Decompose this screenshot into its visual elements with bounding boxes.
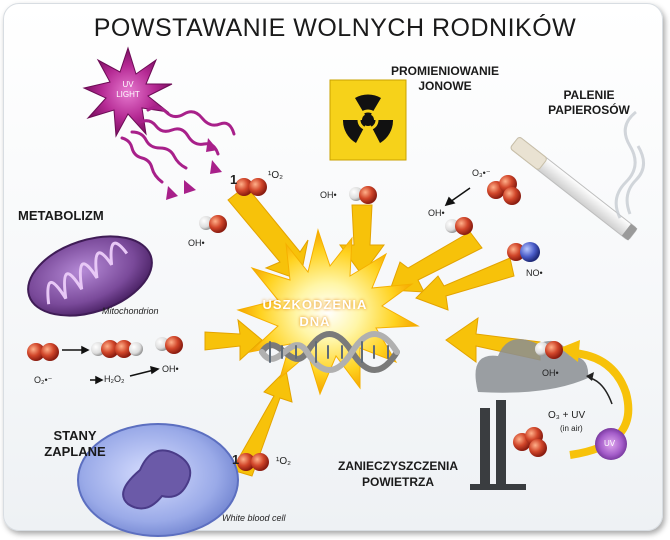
nitric-oxide-label: NO• (526, 268, 543, 278)
reaction-arrows (62, 187, 471, 385)
pollution-label: ZANIECZYSZCZENIA POWIETRZA (318, 458, 478, 490)
pollution-line-2: POWIETRZA (362, 475, 434, 489)
radiation-icon (329, 79, 407, 161)
smoking-line-2: PAPIEROSÓW (548, 103, 630, 117)
molecule-no (507, 242, 540, 262)
hydroxyl-metabolism: OH• (162, 364, 179, 374)
smoking-label: PALENIE PAPIEROSÓW (534, 88, 644, 118)
radiation-line-2: JONOWE (418, 79, 472, 93)
cigarette (510, 137, 638, 241)
white-blood-cell (77, 423, 239, 537)
molecule-o2-cell (237, 453, 269, 471)
one-label-uv: 1 (230, 172, 238, 187)
singlet-oxygen-uv: ¹O₂ (268, 170, 283, 181)
molecule-oh-metabolism (155, 336, 183, 354)
arrow-no (415, 257, 515, 311)
molecules (27, 175, 563, 471)
superoxide-label: O₂•⁻ (34, 375, 53, 385)
uv-line-2: LIGHT (116, 90, 140, 99)
center-label: USZKODZENIA DNA (255, 296, 375, 330)
hydroxyl-smoking: OH• (428, 208, 445, 218)
molecule-h2o2 (91, 340, 143, 358)
uv-badge-label: UV (604, 439, 616, 448)
pollution-line-1: ZANIECZYSZCZENIA (338, 459, 458, 473)
page-title: POWSTAWANIE WOLNYCH RODNIKÓW (93, 14, 577, 42)
molecule-oh-smoking (445, 217, 473, 235)
molecule-o2-metabolism (27, 343, 59, 361)
center-line-2: DNA (299, 314, 331, 329)
smoke (614, 110, 645, 219)
molecule-oh-radiation (349, 186, 377, 204)
inflammation-label: STANY ZAPLANE (30, 428, 120, 460)
mitochondrion (27, 235, 153, 317)
smoking-line-1: PALENIE (563, 88, 615, 102)
arrow-metabolism (204, 318, 263, 362)
molecule-oh-uv (199, 215, 227, 233)
inflammation-line-1: STANY (53, 428, 97, 443)
arrow-smoking (389, 231, 483, 293)
molecule-o3-pollution (513, 427, 547, 457)
hydroxyl-radiation: OH• (320, 190, 337, 200)
molecule-oh-pollution (535, 341, 563, 359)
uv-light-star (82, 46, 236, 200)
in-air-label: (in air) (560, 424, 583, 433)
uv-line-1: UV (122, 80, 134, 89)
center-line-1: USZKODZENIA (262, 297, 368, 312)
mitochondrion-caption: Mitochondrion (102, 306, 159, 316)
molecule-o3 (487, 175, 521, 205)
metabolism-label: METABOLIZM (18, 208, 104, 223)
radiation-label: PROMIENIOWANIE JONOWE (370, 64, 520, 94)
molecule-o2-uv (235, 178, 267, 196)
peroxide-label: H₂O₂ (104, 374, 125, 384)
one-label-cell: 1 (232, 452, 240, 467)
dna-helix (259, 331, 400, 373)
inflammation-line-2: ZAPLANE (44, 444, 106, 459)
uv-badge (595, 428, 627, 460)
uv-light-label: UV LIGHT (104, 80, 152, 100)
radiation-line-1: PROMIENIOWANIE (390, 64, 499, 78)
hydroxyl-pollution: OH• (542, 368, 559, 378)
singlet-oxygen-cell: ¹O₂ (276, 456, 291, 467)
white-blood-cell-caption: White blood cell (222, 513, 286, 523)
ozone-label: O₃•⁻ (472, 168, 491, 178)
ozone-uv-label: O₃ + UV (548, 410, 586, 421)
hydroxyl-uv: OH• (188, 238, 205, 248)
